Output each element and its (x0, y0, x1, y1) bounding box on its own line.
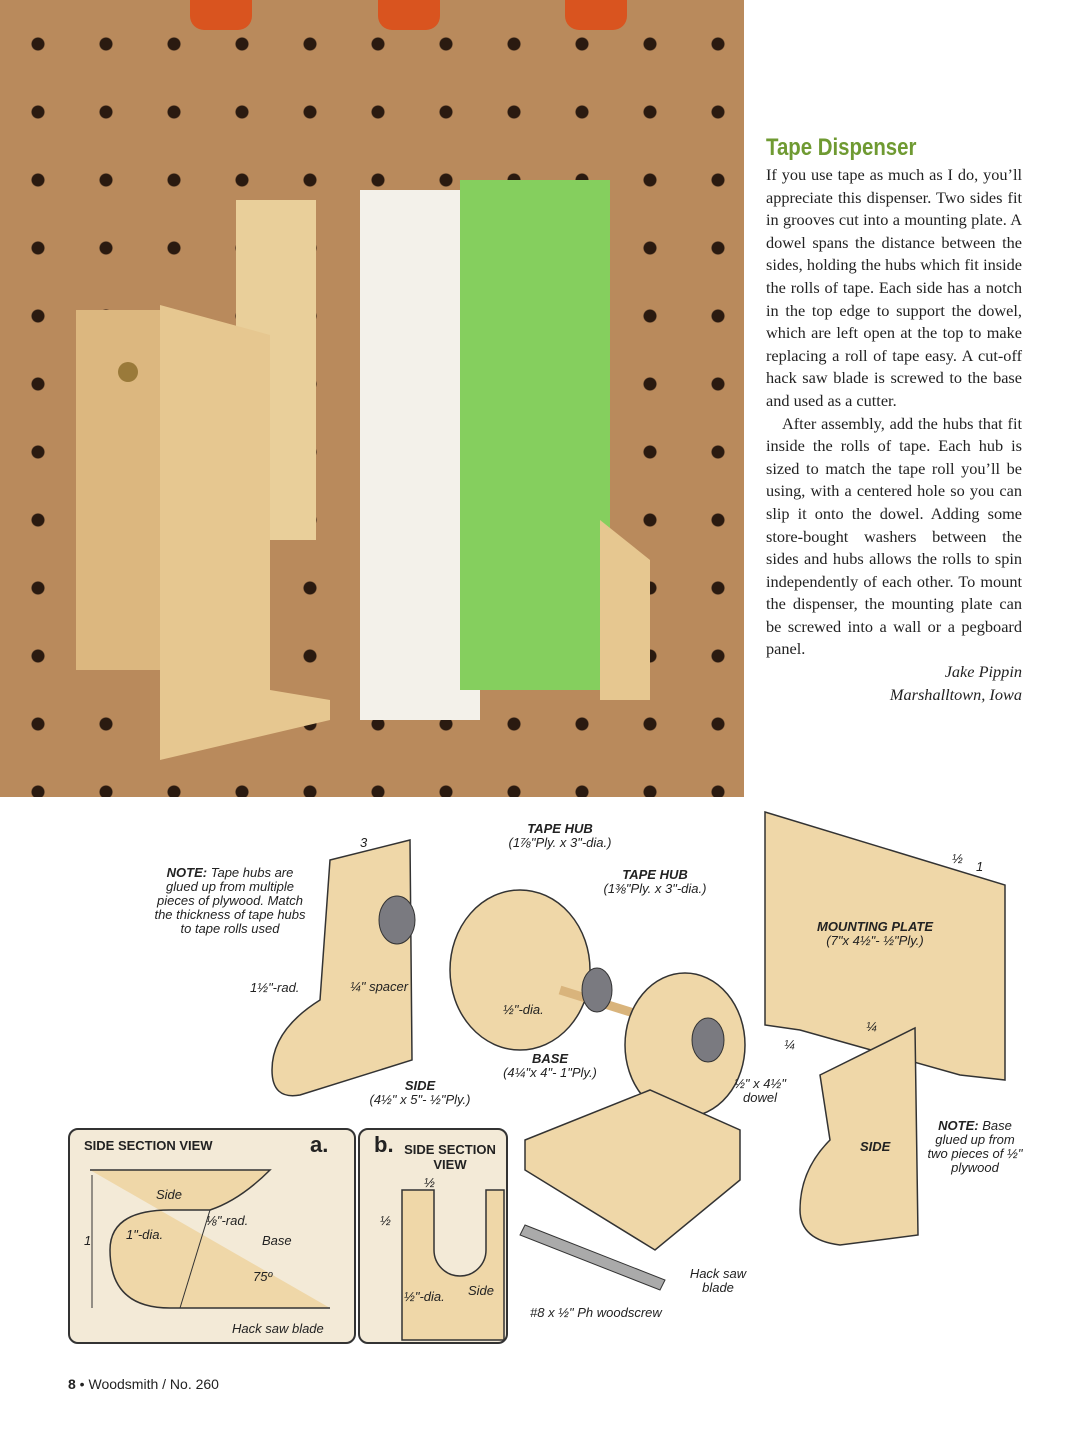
view-a-title: SIDE SECTION VIEW (84, 1138, 213, 1153)
b-half-label-2: ½ (380, 1213, 391, 1228)
view-b-letter: b. (374, 1132, 394, 1157)
dim-one: 1 (976, 859, 984, 874)
a-blade-label: Hack saw blade (232, 1321, 324, 1336)
a-angle-label: 75º (253, 1269, 273, 1284)
tape-hub-label-2: TAPE HUB(1⅜"Ply. x 3"-dia.) (603, 867, 707, 896)
exploded-diagram: NOTE: Tape hubs are glued up from multip… (0, 800, 1091, 1360)
side-label-2: SIDE (860, 1139, 891, 1154)
b-dia-label: ½"-dia. (404, 1289, 445, 1304)
screw-label: #8 x ½" Ph woodscrew (530, 1305, 662, 1320)
publication-name: Woodsmith / No. 260 (88, 1376, 219, 1392)
peg-hook (190, 0, 252, 30)
view-a-letter: a. (310, 1132, 329, 1157)
b-side-label: Side (468, 1283, 495, 1298)
dim-3: 3 (360, 835, 368, 850)
note-tape-hubs: NOTE: Tape hubs are glued up from multip… (154, 865, 306, 936)
mounting-plate-label: MOUNTING PLATE(7"x 4½"- ½"Ply.) (816, 919, 934, 948)
spacer-label: ¼" spacer (350, 979, 409, 994)
peg-hook (565, 0, 627, 30)
b-half-label-1: ½ (424, 1175, 435, 1190)
radius-label: 1½"-rad. (250, 980, 300, 995)
tape-dispenser-photo (0, 0, 744, 797)
a-one-label: 1 (84, 1233, 92, 1248)
view-b-drawing (401, 1189, 505, 1341)
dowel-label: ½" x 4½" dowel (734, 1076, 786, 1105)
side-section-view-a: SIDE SECTION VIEW a. Side ⅛"-rad. 1"-dia… (68, 1128, 356, 1344)
page-number: 8 (68, 1376, 76, 1392)
a-side-label: Side (156, 1187, 183, 1202)
hole-label: ½"-dia. (503, 1002, 544, 1017)
a-base-label: Base (262, 1233, 292, 1248)
dim-half: ½ (952, 851, 963, 866)
hacksaw-label: Hack saw blade (689, 1266, 747, 1295)
author-name: Jake Pippin (944, 662, 1022, 682)
page-footer: 8 • Woodsmith / No. 260 (68, 1376, 219, 1392)
article: Tape Dispenser If you use tape as much a… (766, 134, 1022, 706)
dim-quarter-2: ¼ (784, 1037, 795, 1052)
article-paragraph: If you use tape as much as I do, you’ll … (766, 165, 1022, 410)
side-label: SIDE(4½" x 5"- ½"Ply.) (369, 1078, 471, 1107)
dim-quarter-1: ¼ (866, 1019, 877, 1034)
peg-hook (378, 0, 440, 30)
dispenser-illustration (76, 180, 650, 760)
base-label: BASE(4¼"x 4"- 1"Ply.) (503, 1051, 597, 1080)
view-b-title: SIDE SECTION VIEW (404, 1142, 496, 1172)
view-a-drawing (90, 1169, 330, 1309)
tape-hub-label-1: TAPE HUB(1⅞"Ply. x 3"-dia.) (508, 821, 612, 850)
side-section-view-b: b. SIDE SECTION VIEW ½ ½ ½"-dia. Side (358, 1128, 508, 1344)
article-paragraph: After assembly, add the hubs that fit in… (766, 413, 1022, 659)
note-base: NOTE: Base glued up from two pieces of ½… (927, 1118, 1023, 1175)
a-dia-label: 1"-dia. (126, 1227, 164, 1242)
author-location: Marshalltown, Iowa (889, 684, 1022, 704)
article-title: Tape Dispenser (766, 134, 917, 161)
a-rad-label: ⅛"-rad. (206, 1213, 249, 1228)
diagram-shapes (271, 810, 1006, 1291)
